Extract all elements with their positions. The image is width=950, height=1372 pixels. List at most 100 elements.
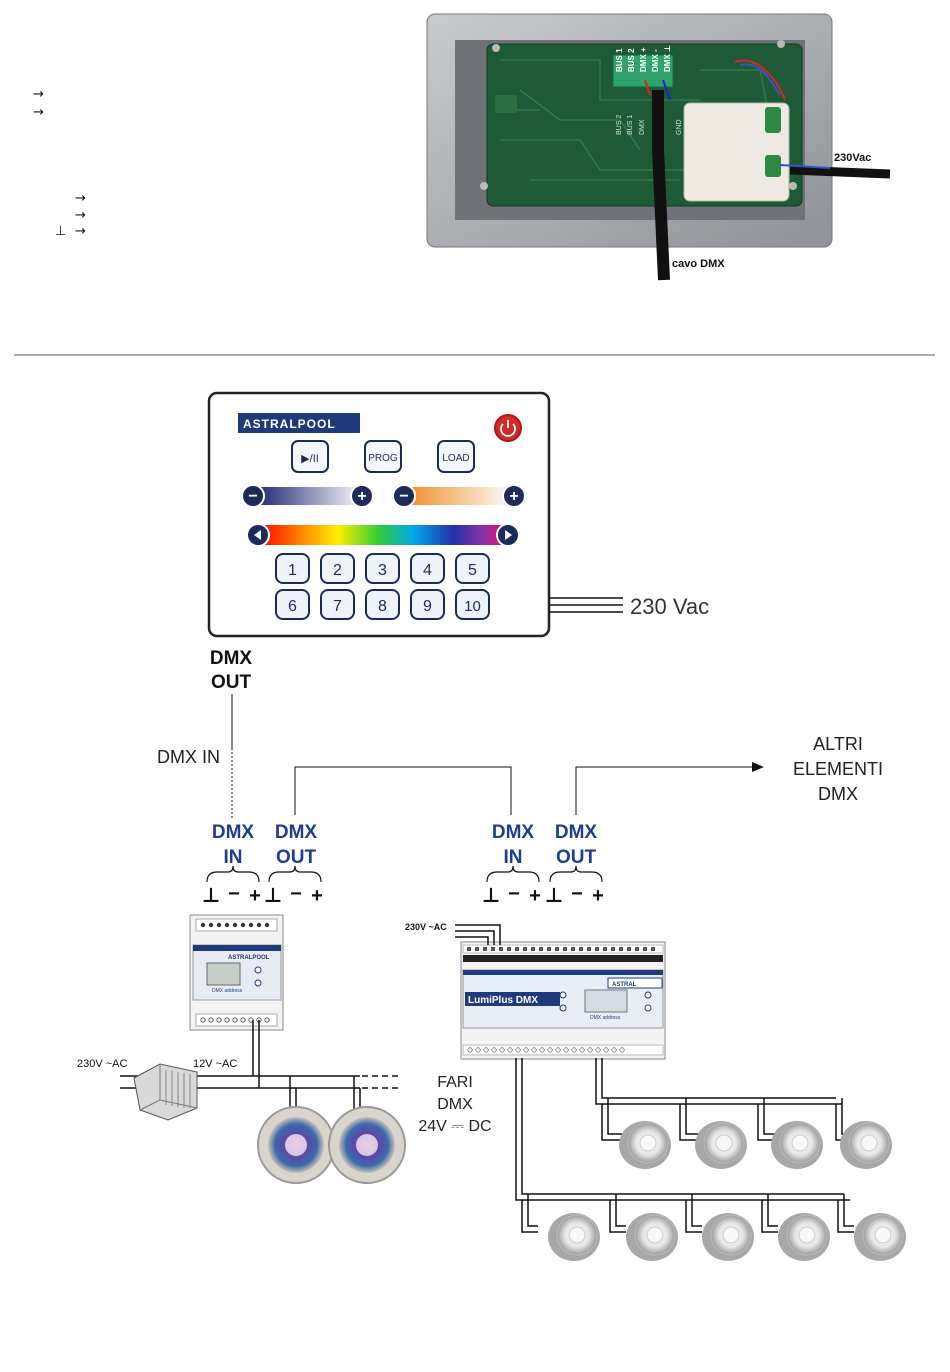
- number-key-label: 3: [378, 562, 387, 579]
- module-photo: BUS 1 BUS 2 DMX + DMX - DMX ⊥ BUS 2 BUS …: [426, 13, 891, 281]
- brand-logo: ASTRALPOOL: [243, 417, 336, 431]
- chevron-right-icon: [505, 530, 512, 540]
- terminal-label: BUS 1: [615, 48, 624, 72]
- number-key-label: 9: [423, 598, 432, 615]
- terminal-braces: [206, 865, 603, 883]
- terminal-label: DMX -: [651, 49, 660, 72]
- right-dmx-out-label: DMX: [555, 822, 598, 843]
- minus-symbol: −: [508, 883, 520, 905]
- terminal-labels: BUS 1 BUS 2 DMX + DMX - DMX ⊥: [615, 45, 672, 72]
- module-display: [206, 962, 241, 986]
- power-icon: [500, 423, 516, 437]
- led-lamps-row-2: [548, 1213, 906, 1261]
- number-key-label: 6: [288, 598, 297, 615]
- led-wiring-row-2: [515, 1058, 854, 1233]
- dmx-cable: [652, 90, 670, 281]
- led-lamp: [854, 1213, 906, 1261]
- led-lamp: [626, 1213, 678, 1261]
- number-key-label: 8: [378, 598, 387, 615]
- photo-label-230vac: 230Vac: [834, 152, 871, 164]
- lumiplus-module: LumiPlus DMX DMX address ASTRAL: [460, 941, 666, 1060]
- right-dmx-in-label: DMX: [492, 822, 535, 843]
- prog-button[interactable]: PROG: [364, 440, 402, 473]
- pool-light: [328, 1106, 406, 1184]
- dmx-in-label: DMX IN: [157, 747, 220, 767]
- orange-plus-button[interactable]: [502, 484, 526, 508]
- minus-label: −: [399, 488, 408, 505]
- ground-symbol: ⊥: [482, 885, 500, 907]
- number-key-1[interactable]: 1: [275, 553, 310, 584]
- other-elements-label: ELEMENTI: [793, 759, 883, 779]
- other-elements-label: DMX: [818, 784, 858, 804]
- blue-minus-button[interactable]: [241, 484, 265, 508]
- play-pause-button[interactable]: ▶/II: [291, 440, 329, 473]
- module-knob: [254, 979, 262, 987]
- number-key-5[interactable]: 5: [455, 553, 490, 584]
- number-key-9[interactable]: 9: [410, 589, 445, 620]
- controller-dmx-label: DMX: [210, 648, 253, 669]
- connector: [765, 155, 781, 177]
- left-out-label: OUT: [276, 847, 317, 868]
- led-lamp: [840, 1121, 892, 1169]
- ground-symbol: ⊥: [545, 885, 563, 907]
- led-lamp: [619, 1121, 671, 1169]
- play-pause-label: ▶/II: [301, 453, 319, 465]
- color-wheel-bar[interactable]: [258, 525, 508, 545]
- left-dmx-in-label: DMX: [212, 822, 255, 843]
- ground-symbol: ⊥: [264, 885, 282, 907]
- terminal-label: BUS 2: [627, 48, 636, 72]
- pcb-label: BUS 1: [627, 115, 634, 135]
- left-dmx-out-label: DMX: [275, 822, 318, 843]
- arrow-5: →: [75, 224, 86, 239]
- arrow-4: →: [75, 208, 86, 223]
- number-key-7[interactable]: 7: [320, 589, 355, 620]
- photo-label-cavo-dmx: cavo DMX: [672, 258, 725, 270]
- orange-intensity-bar[interactable]: [404, 487, 514, 505]
- left-module-brand: ASTRALPOOL: [228, 955, 270, 961]
- pcb-component: [495, 95, 517, 113]
- minus-symbol: −: [228, 883, 240, 905]
- left-in-label: IN: [224, 847, 243, 868]
- load-button[interactable]: LOAD: [437, 440, 475, 473]
- number-key-4[interactable]: 4: [410, 553, 445, 584]
- plus-symbol: +: [592, 885, 604, 907]
- arrow-1: →: [33, 87, 44, 102]
- number-key-3[interactable]: 3: [365, 553, 400, 584]
- plus-label: +: [357, 488, 366, 505]
- left-230v-label: 230V ~AC: [77, 1058, 128, 1070]
- led-lamp: [695, 1121, 747, 1169]
- power-supply-block: [683, 102, 790, 202]
- screw: [492, 44, 500, 52]
- pcb-label: GND: [676, 119, 683, 135]
- lumiplus-power-wiring: [455, 924, 501, 945]
- number-key-6[interactable]: 6: [275, 589, 310, 620]
- plus-symbol: +: [249, 885, 261, 907]
- led-lamp: [548, 1213, 600, 1261]
- module-knob: [254, 966, 262, 974]
- right-out-label: OUT: [556, 847, 597, 868]
- arrow-3: →: [75, 191, 86, 206]
- arrow-right-icon: [752, 762, 764, 772]
- screw: [789, 182, 797, 190]
- number-key-label: 5: [468, 562, 477, 579]
- terminal-label: DMX +: [639, 47, 648, 72]
- screw: [480, 182, 488, 190]
- number-key-label: 4: [423, 562, 432, 579]
- number-key-10[interactable]: 10: [455, 589, 490, 620]
- number-key-label: 1: [288, 562, 297, 579]
- left-dmx-module: ASTRALPOOL DMX address: [189, 914, 284, 1031]
- screw: [777, 40, 785, 48]
- load-label: LOAD: [442, 453, 469, 464]
- orange-minus-button[interactable]: [392, 484, 416, 508]
- minus-symbol: −: [571, 883, 583, 905]
- pcb-label: BUS 2: [616, 115, 623, 135]
- fari-dmx-label: DMX: [437, 1096, 473, 1113]
- blue-plus-button[interactable]: [350, 484, 374, 508]
- blue-intensity-bar[interactable]: [253, 487, 365, 505]
- number-key-8[interactable]: 8: [365, 589, 400, 620]
- led-lamp: [702, 1213, 754, 1261]
- ground-symbol: ⊥: [55, 224, 67, 239]
- number-key-2[interactable]: 2: [320, 553, 355, 584]
- ground-symbol: ⊥: [202, 885, 220, 907]
- connector: [765, 107, 781, 133]
